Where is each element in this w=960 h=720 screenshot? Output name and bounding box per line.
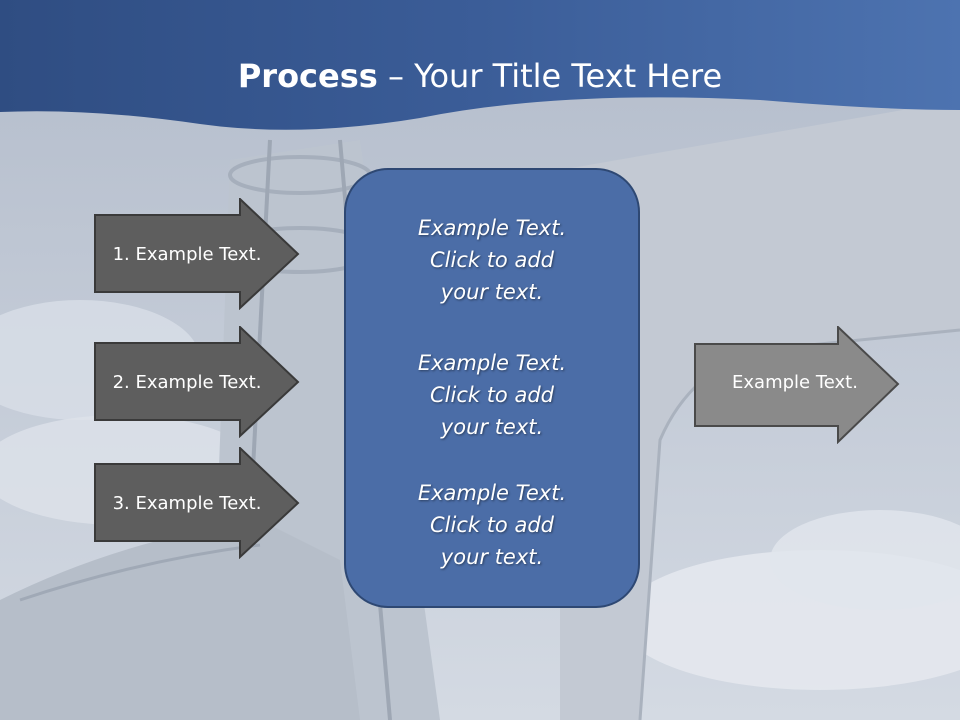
center-text-2-line-1: Example Text. [417, 351, 567, 375]
center-text-1-line-1: Example Text. [417, 216, 567, 240]
center-text-2-line-3: your text. [440, 415, 544, 439]
left-arrow-1[interactable] [94, 198, 300, 310]
left-arrow-3-label: 3. Example Text. [112, 493, 262, 514]
center-text-block-1[interactable]: Example Text. Click to add your text. [344, 212, 640, 308]
right-arrow[interactable] [694, 326, 900, 444]
center-text-block-3[interactable]: Example Text. Click to add your text. [344, 477, 640, 573]
slide-title[interactable]: Process – Your Title Text Here [0, 54, 960, 98]
title-rest-text: – Your Title Text Here [377, 57, 723, 95]
center-text-2-line-2: Click to add [429, 383, 554, 407]
left-arrow-1-label: 1. Example Text. [112, 244, 262, 265]
right-arrow-label: Example Text. [732, 372, 858, 393]
center-content-box[interactable] [344, 168, 640, 608]
left-arrow-2[interactable] [94, 326, 300, 438]
left-arrow-2-label: 2. Example Text. [112, 372, 262, 393]
center-text-1-line-3: your text. [440, 280, 544, 304]
center-text-block-2[interactable]: Example Text. Click to add your text. [344, 347, 640, 443]
center-text-1-line-2: Click to add [429, 248, 554, 272]
left-arrow-3[interactable] [94, 447, 300, 559]
center-text-3-line-3: your text. [440, 545, 544, 569]
title-bold-text: Process [237, 57, 378, 95]
center-text-3-line-2: Click to add [429, 513, 554, 537]
center-text-3-line-1: Example Text. [417, 481, 567, 505]
